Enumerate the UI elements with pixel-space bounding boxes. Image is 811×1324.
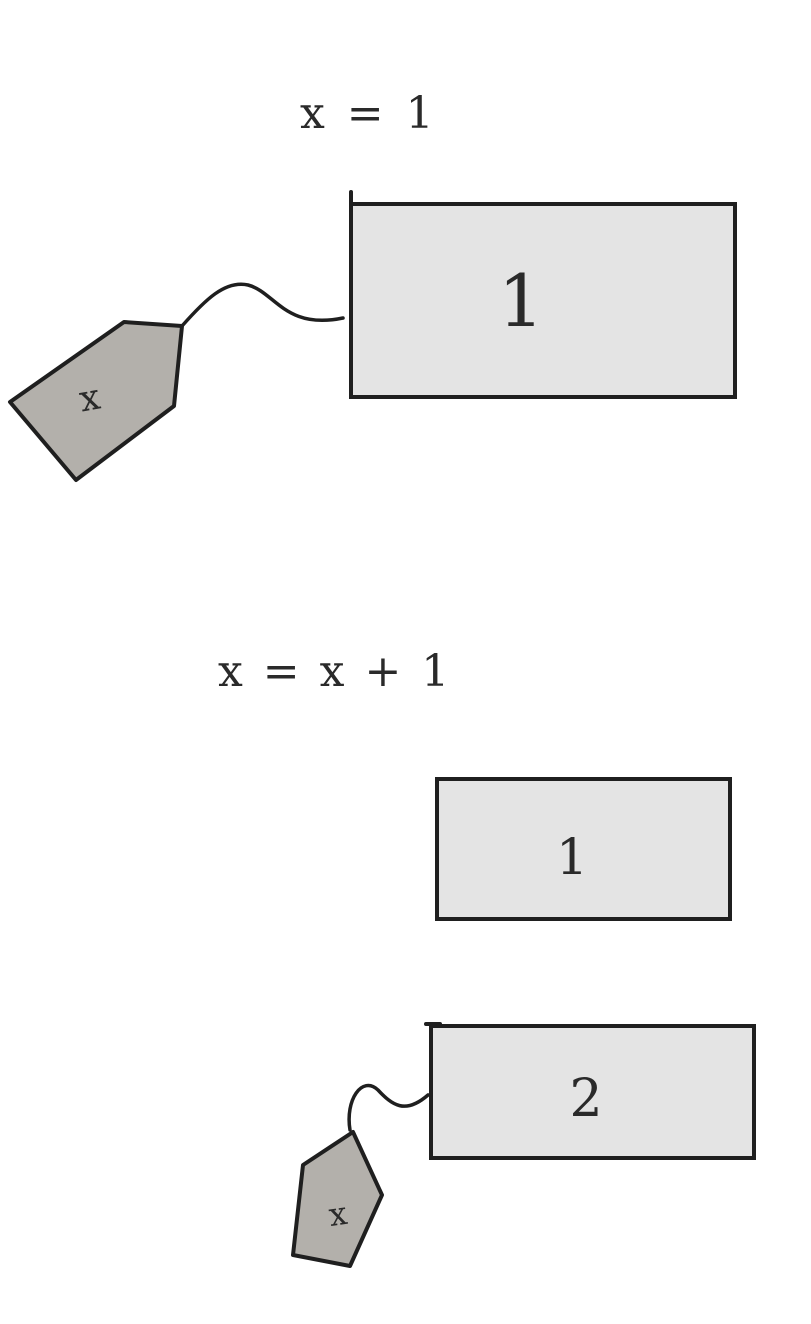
name-tag-x-2: x (291, 1130, 384, 1268)
section-assign-initial: x = 1 1 x (8, 88, 737, 482)
value-box-2: 2 (424, 1022, 756, 1160)
value-box-old-1: 1 (435, 777, 732, 921)
value-box-old-1-rect (435, 777, 732, 921)
name-tag-x-2-label: x (326, 1194, 349, 1234)
value-box-1-label: 1 (498, 259, 544, 343)
value-box-1-rect (349, 202, 737, 399)
value-box-2-rect (429, 1024, 756, 1160)
section-reassign: x = x + 1 1 2 x (218, 646, 756, 1268)
value-box-2-label: 2 (569, 1069, 602, 1129)
name-tag-x-1: x (8, 320, 184, 482)
value-box-1: 1 (349, 190, 737, 399)
statement-x-equals-x-plus-1: x = x + 1 (218, 646, 452, 697)
statement-x-equals-1: x = 1 (300, 88, 438, 139)
binding-string-2 (347, 1083, 430, 1132)
value-box-old-1-label: 1 (556, 828, 588, 886)
name-tag-x-2-shape (291, 1130, 384, 1268)
binding-string-1 (180, 282, 345, 328)
name-tag-x-1-shape (8, 320, 184, 482)
